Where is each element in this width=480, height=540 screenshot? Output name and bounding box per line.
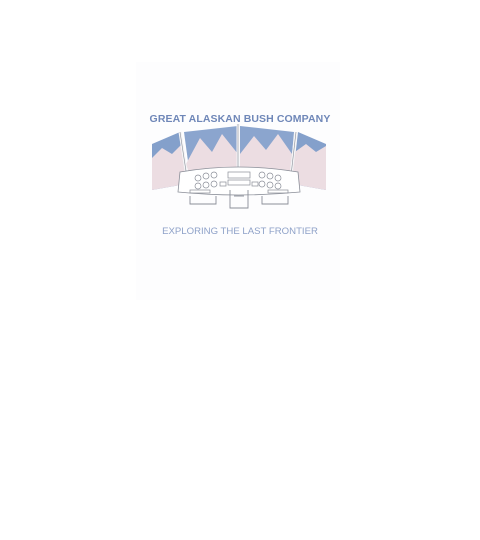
- company-name: GREAT ALASKAN BUSH COMPANY: [149, 113, 331, 125]
- company-tagline: EXPLORING THE LAST FRONTIER: [162, 226, 318, 237]
- airplane-cockpit-mountain-view-icon: [152, 124, 326, 209]
